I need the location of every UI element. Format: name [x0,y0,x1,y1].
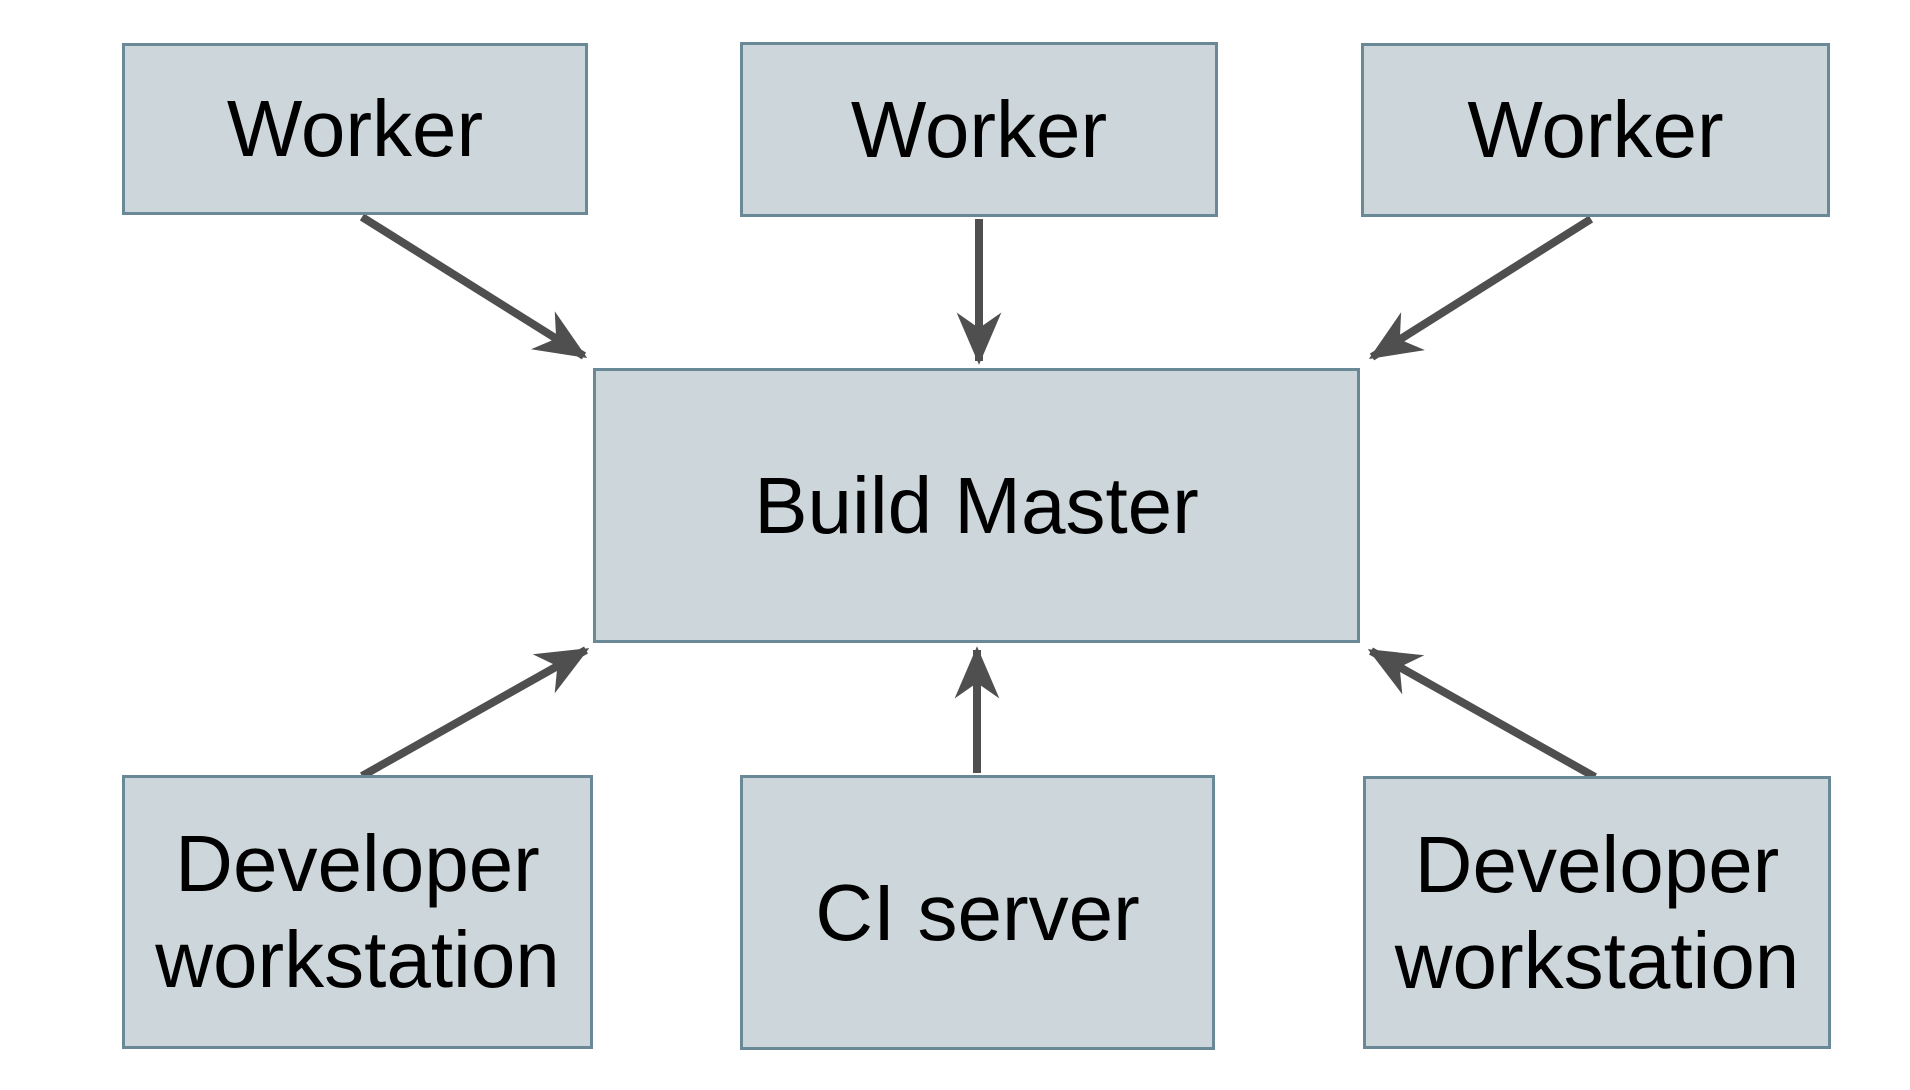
arrow-worker-3-to-build-master [1368,215,1594,361]
node-dev-workstation-left-label: Developer workstation [155,819,560,1004]
node-worker-2: Worker [740,42,1218,217]
node-dev-workstation-left: Developer workstation [122,775,593,1049]
node-dev-workstation-right: Developer workstation [1363,776,1831,1049]
node-worker-1: Worker [122,43,588,215]
arrow-dev-workstation-right-to-build-master [1367,647,1597,781]
node-ci-server: CI server [740,775,1215,1050]
node-build-master: Build Master [593,368,1360,643]
node-worker-1-label: Worker [226,84,484,173]
node-dev-workstation-right-label: Developer workstation [1394,819,1800,1005]
arrow-dev-workstation-left-to-build-master [360,646,590,780]
node-worker-3: Worker [1361,43,1830,217]
node-build-master-label: Build Master [754,460,1199,550]
node-worker-2-label: Worker [850,84,1108,174]
node-ci-server-label: CI server [815,867,1140,957]
arrow-worker-1-to-build-master [359,213,588,360]
node-worker-3-label: Worker [1467,85,1724,174]
